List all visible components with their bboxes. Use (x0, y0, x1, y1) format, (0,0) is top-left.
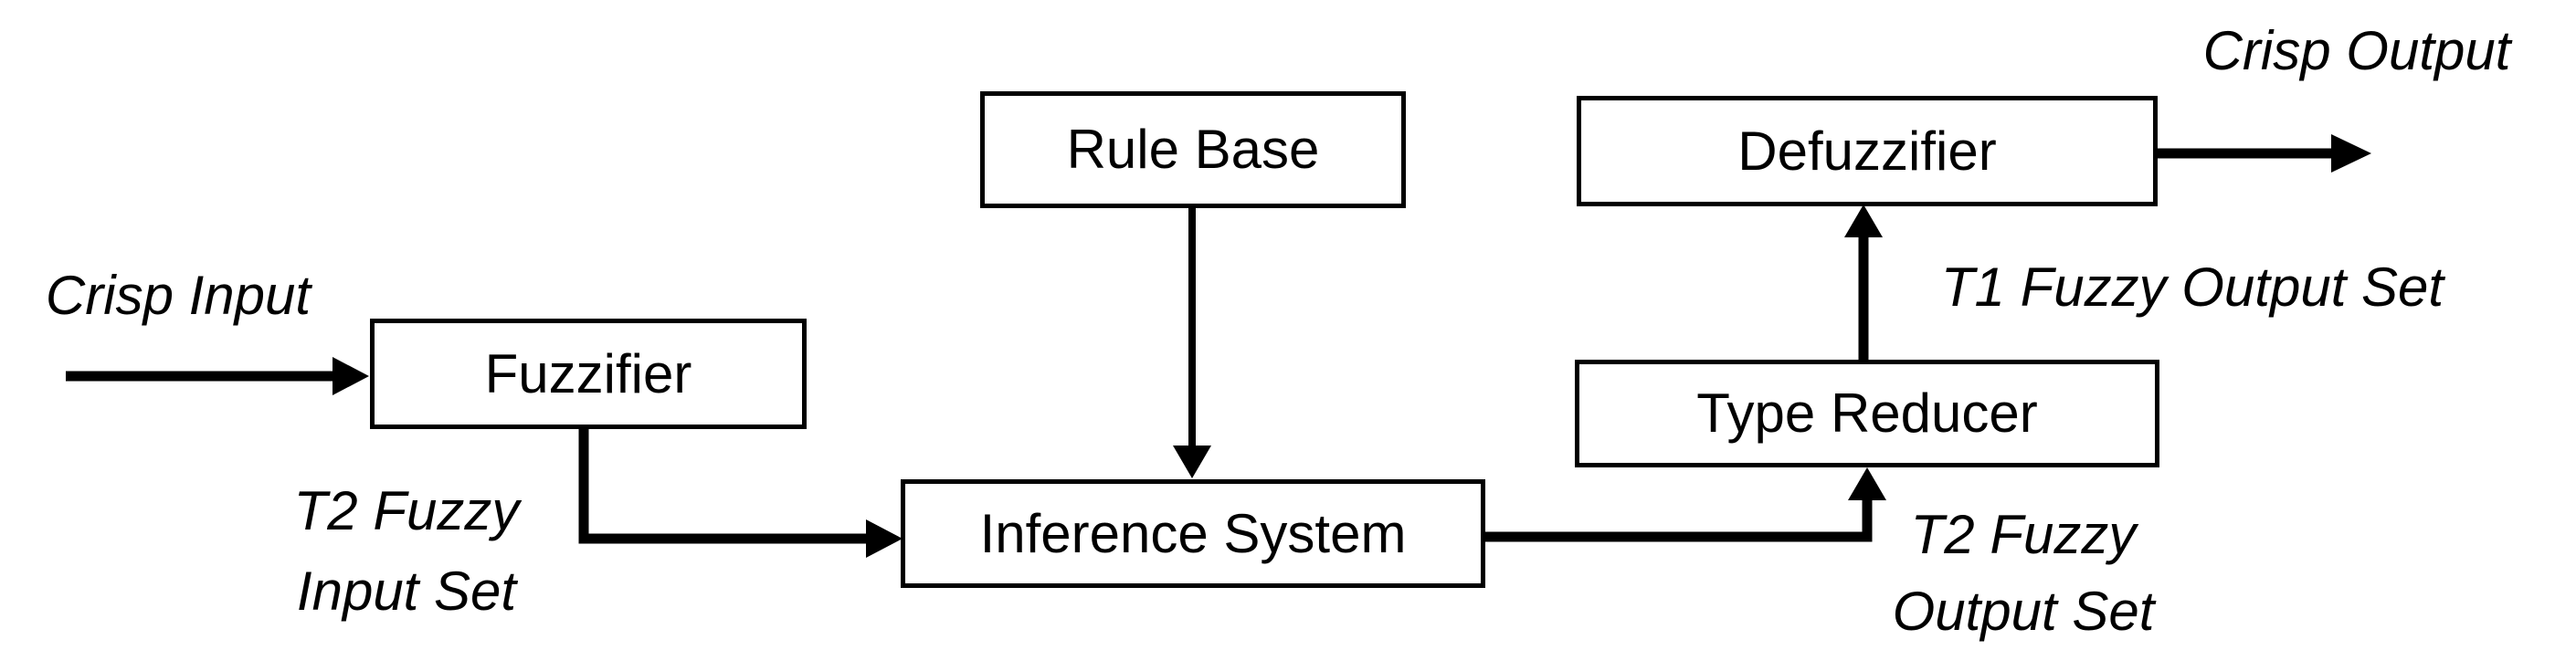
rule-base-node: Rule Base (980, 91, 1406, 208)
inference-system-label: Inference System (979, 502, 1407, 564)
crisp-output-arrow (2156, 134, 2371, 173)
inference-system-node: Inference System (901, 479, 1485, 588)
t2-fuzzy-output-set-label: T2 Fuzzy Output Set (1854, 497, 2192, 650)
t1-fuzzy-output-set-label: T1 Fuzzy Output Set (1940, 257, 2444, 318)
type-reducer-node: Type Reducer (1575, 360, 2159, 467)
crisp-output-label: Crisp Output (2202, 20, 2511, 81)
t2-fuzzy-input-set-line2: Input Set (296, 561, 517, 622)
fuzzifier-node: Fuzzifier (370, 319, 807, 429)
rule-base-label: Rule Base (1066, 119, 1320, 180)
crisp-input-arrow (66, 357, 369, 395)
crisp-input-label: Crisp Input (45, 265, 311, 326)
defuzzifier-label: Defuzzifier (1737, 120, 1997, 182)
type-reducer-label: Type Reducer (1696, 383, 2038, 444)
fuzzifier-label: Fuzzifier (484, 342, 692, 404)
t2-fuzzy-input-set-label: T2 Fuzzy Input Set (256, 471, 557, 632)
inference-to-type-reducer-arrow (1483, 467, 1886, 542)
t2-fuzzy-input-set-line1: T2 Fuzzy (293, 480, 520, 541)
t2-fuzzy-output-set-line2: Output Set (1892, 581, 2155, 642)
defuzzifier-node: Defuzzifier (1577, 96, 2158, 206)
fuzzifier-to-inference-arrow (578, 426, 903, 558)
t2-fuzzy-output-set-line1: T2 Fuzzy (1910, 504, 2137, 565)
type-reducer-to-defuzzifier-arrow (1844, 204, 1883, 362)
rule-base-to-inference-arrow (1173, 206, 1211, 478)
